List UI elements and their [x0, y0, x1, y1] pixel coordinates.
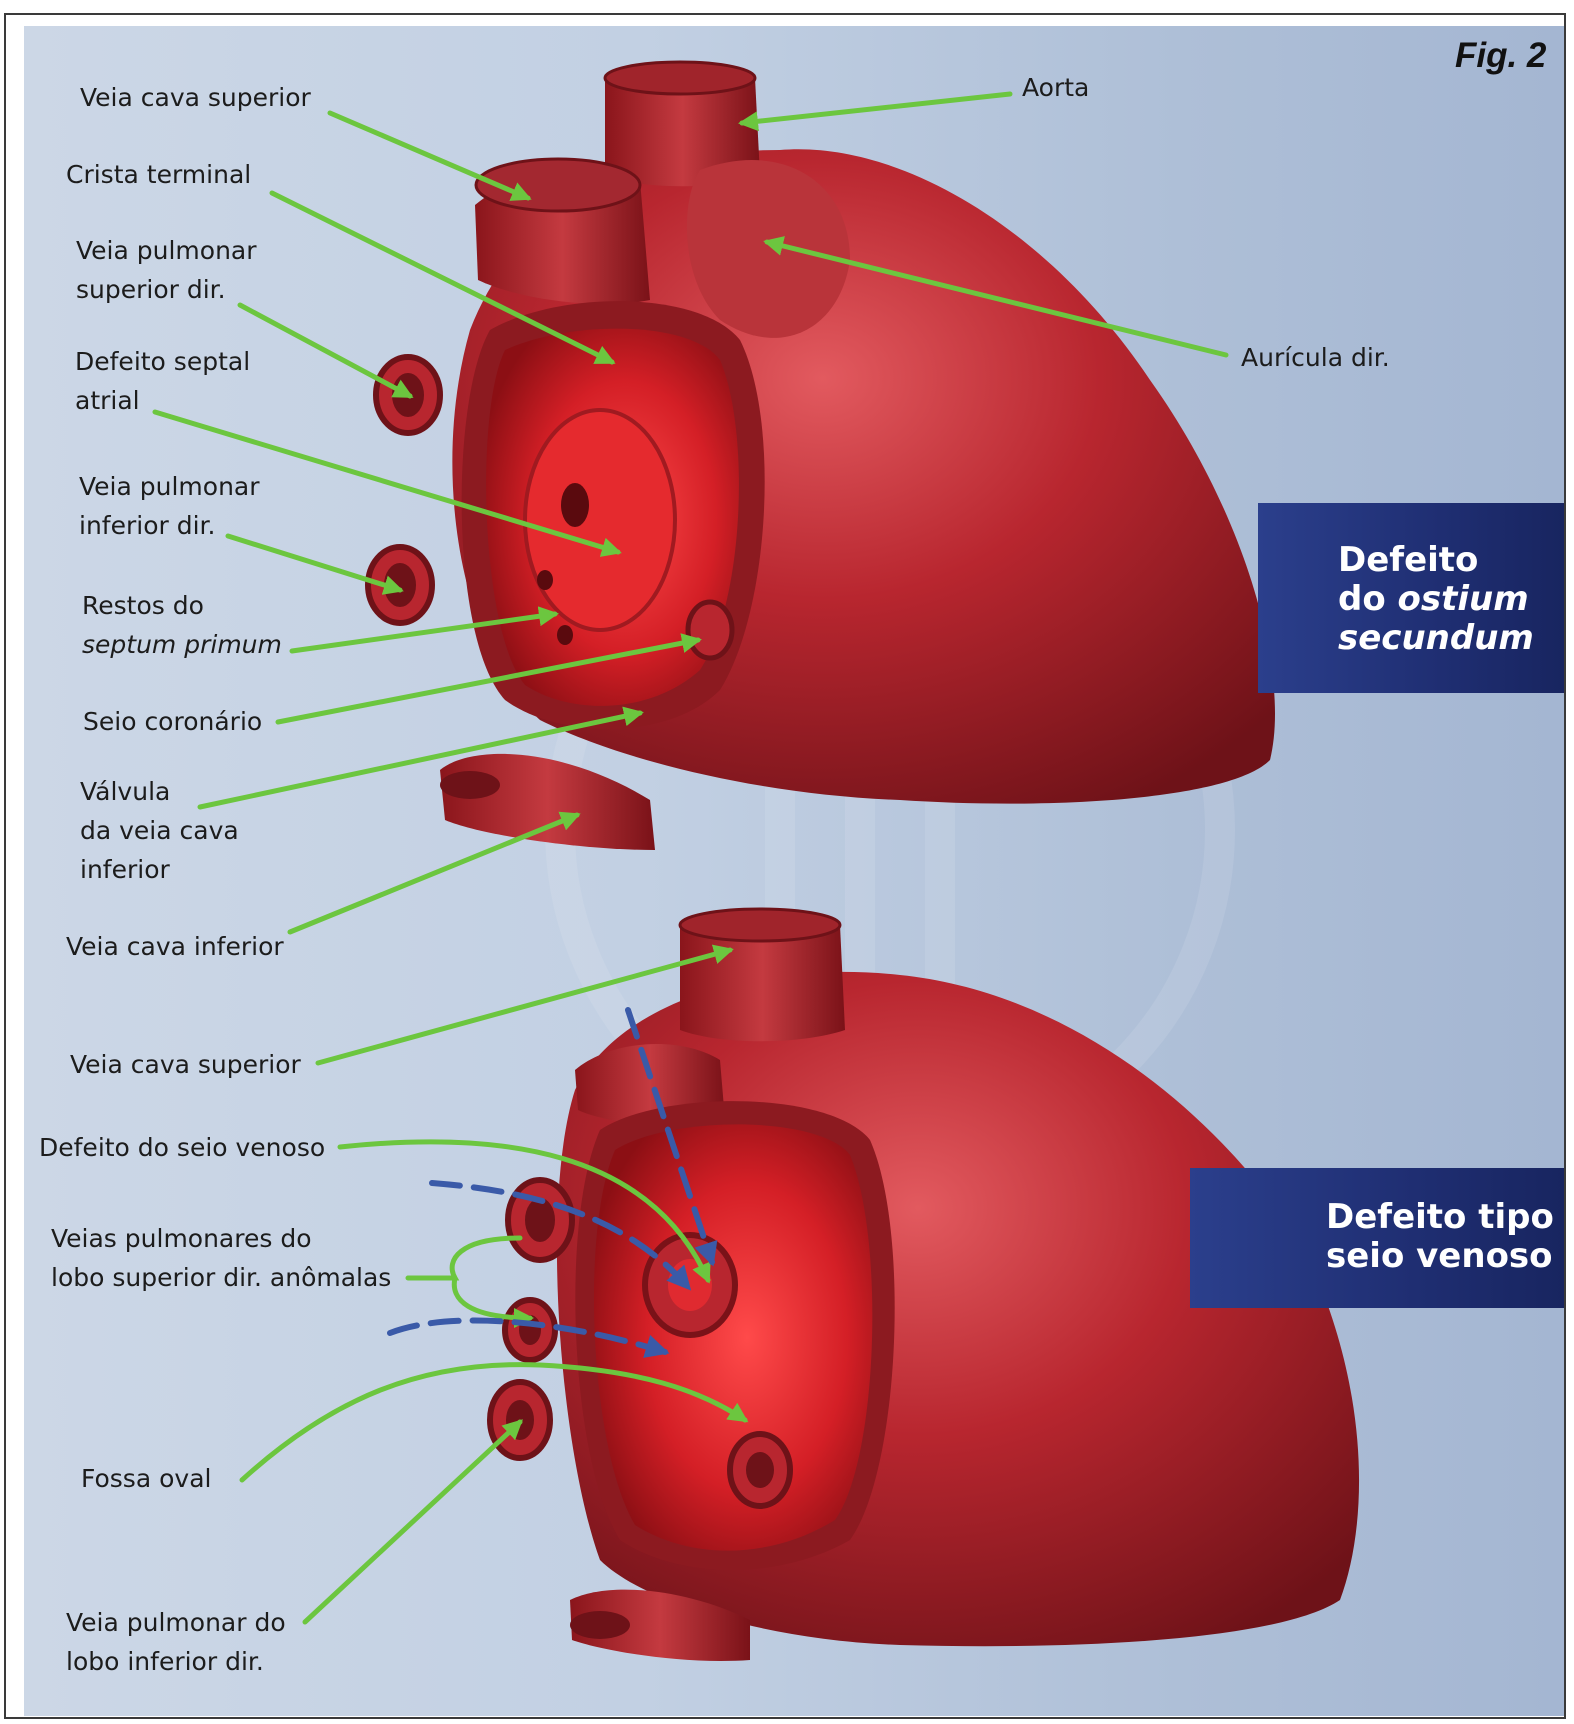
label-crista-terminal: Crista terminal [66, 155, 251, 194]
arrow-vpli [305, 1422, 520, 1622]
label-seio-coronario: Seio coronário [83, 702, 262, 741]
top-heart [368, 62, 1275, 850]
label-veia-cava-superior-top: Veia cava superior [80, 78, 311, 117]
arrow-vci [290, 815, 577, 932]
label-aorta: Aorta [1022, 68, 1089, 107]
label-veia-cava-inferior: Veia cava inferior [66, 927, 284, 966]
label-fossa-oval: Fossa oval [81, 1459, 211, 1498]
figure-label: Fig. 2 [1455, 36, 1546, 76]
label-defeito-seio-venoso: Defeito do seio venoso [39, 1128, 325, 1167]
arrow-aorta [742, 94, 1010, 123]
top-ivc-vessel [440, 754, 655, 850]
label-veia-cava-superior-bottom: Veia cava superior [70, 1045, 301, 1084]
banner-ostium-secundum: Defeito do ostium secundum [1258, 503, 1564, 693]
arrow-vpsd [240, 305, 410, 396]
arrow-vcs-top [330, 113, 528, 198]
label-auricula-dir: Aurícula dir. [1241, 338, 1390, 377]
banner-seio-venoso: Defeito tipo seio venoso [1190, 1168, 1564, 1308]
